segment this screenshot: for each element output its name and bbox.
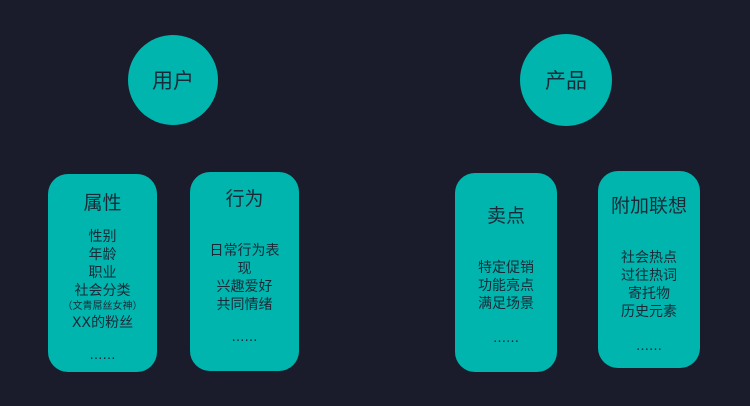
box-title: 行为 [225,188,264,210]
more-ellipsis: …… [493,331,519,346]
box-attributes: 属性 性别 年龄 职业 社会分类 （文青屌丝女神） XX的粉丝 …… [48,174,157,372]
item: 现 [237,261,252,277]
item: 共同情绪 [216,297,273,313]
item: 寄托物 [628,286,670,302]
item: 过往热词 [621,268,677,284]
item: 日常行为表 [209,243,280,259]
more-ellipsis: …… [89,348,116,363]
item: 性别 [88,229,117,245]
item: 特定促销 [478,260,534,276]
item: 职业 [88,265,117,281]
item: 社会热点 [621,250,677,266]
node-product: 产品 [520,34,612,126]
box-selling-points: 卖点 特定促销 功能亮点 满足场景 …… [455,173,557,372]
item: 社会分类 [74,283,131,299]
item-note: （文青屌丝女神） [62,301,143,312]
box-associations: 附加联想 社会热点 过往热词 寄托物 历史元素 …… [598,171,700,368]
item: 满足场景 [478,296,534,312]
item: 兴趣爱好 [216,279,273,295]
item: 历史元素 [621,304,677,320]
box-title: 卖点 [486,205,525,227]
item: 功能亮点 [478,278,534,294]
box-title: 属性 [83,192,122,214]
node-user: 用户 [128,35,218,125]
more-ellipsis: …… [636,339,662,354]
box-title: 附加联想 [610,195,687,217]
item: XX的粉丝 [71,315,134,331]
item: 年龄 [88,247,117,263]
more-ellipsis: …… [231,330,258,345]
box-behavior: 行为 日常行为表 现 兴趣爱好 共同情绪 …… [190,172,299,371]
